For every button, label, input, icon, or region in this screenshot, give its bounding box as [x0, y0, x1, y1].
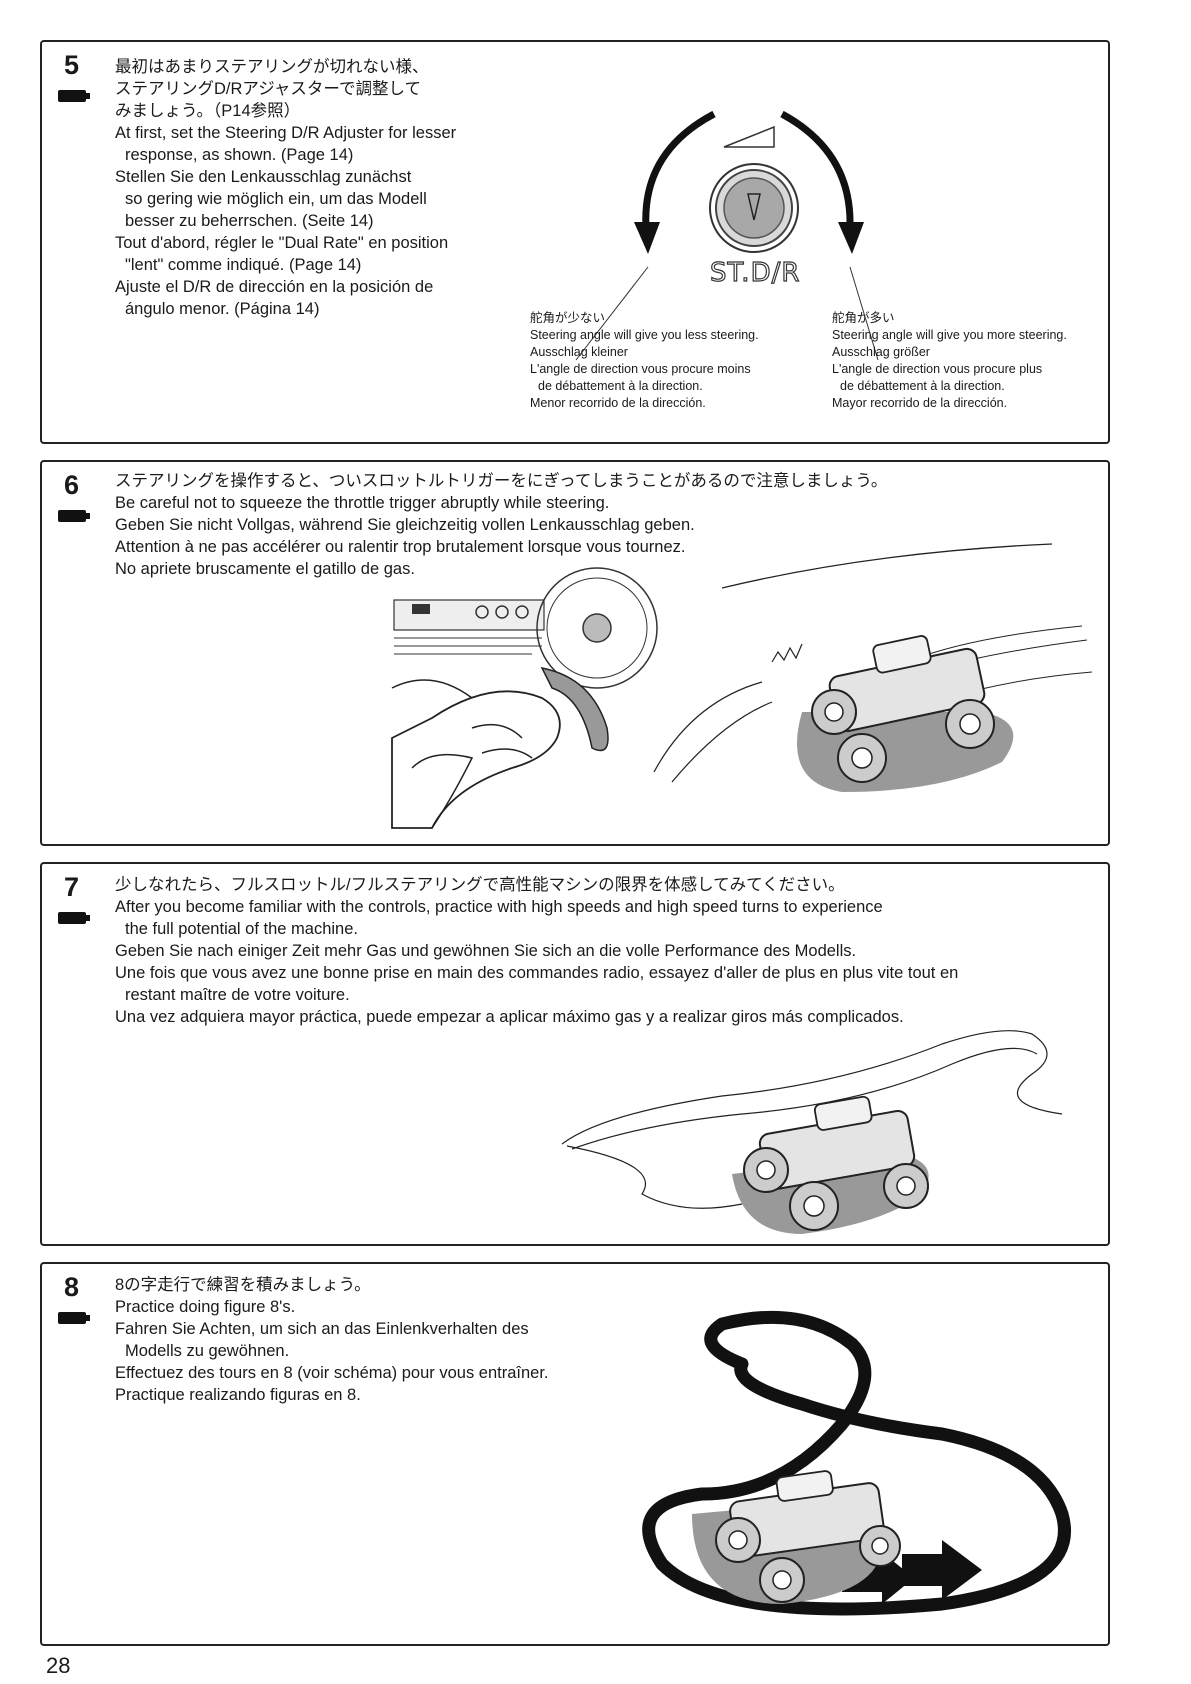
wedge-indicator-icon: [723, 125, 775, 148]
step-instructions: 少しなれたら、フルスロットル/フルステアリングで高性能マシンの限界を体感してみて…: [115, 876, 959, 1026]
step-marker-icon: [58, 90, 90, 102]
rc-truck-icon: [715, 1470, 901, 1603]
page-number: 28: [46, 1653, 71, 1678]
step-number: 8: [64, 1272, 80, 1302]
turn-right-arrow-icon: [780, 110, 854, 228]
direction-arrow-icon: [902, 1540, 982, 1600]
step-5-panel: 5 最初はあまりステアリングが切れない様、 ステアリングD/Rアジャスターで調整…: [40, 40, 1110, 444]
transmitter-trigger-hand-illustration: [391, 567, 672, 829]
step-marker-icon: [58, 510, 90, 522]
steering-dual-rate-dial-illustration: [575, 110, 879, 361]
step-marker-icon: [58, 912, 90, 924]
high-speed-turn-illustration: [561, 1030, 1063, 1234]
step-7-panel: 7 少しなれたら、フルスロットル/フルステアリングで高性能マシンの限界を体感して…: [40, 862, 1110, 1246]
step-marker-icon: [58, 1312, 90, 1324]
rc-truck-icon: [743, 1095, 929, 1231]
step-number: 7: [64, 872, 80, 902]
rc-truck-icon: [811, 635, 995, 783]
truck-spinning-illustration: [653, 543, 1093, 792]
step-instructions: 8の字走行で練習を積みましょう。 Practice doing figure 8…: [115, 1276, 549, 1404]
dial-label: ST.D/R: [709, 257, 801, 288]
step-number: 6: [64, 470, 80, 500]
turn-left-arrow-icon: [642, 110, 716, 228]
more-steering-caption: 舵角が多い Steering angle will give you more …: [832, 311, 1067, 410]
step-instructions: ステアリングを操作すると、ついスロットルトリガーをにぎってしまうことがあるので注…: [115, 472, 888, 578]
step-number: 5: [64, 50, 80, 80]
step-6-panel: 6 ステアリングを操作すると、ついスロットルトリガーをにぎってしまうことがあるの…: [40, 460, 1110, 846]
step-8-panel: 8 8の字走行で練習を積みましょう。 Practice doing figure…: [40, 1262, 1110, 1646]
step-instructions: 最初はあまりステアリングが切れない様、 ステアリングD/Rアジャスターで調整して…: [115, 58, 457, 318]
less-steering-caption: 舵角が少ない Steering angle will give you less…: [530, 311, 759, 410]
figure-eight-track-illustration: [642, 1310, 1071, 1616]
